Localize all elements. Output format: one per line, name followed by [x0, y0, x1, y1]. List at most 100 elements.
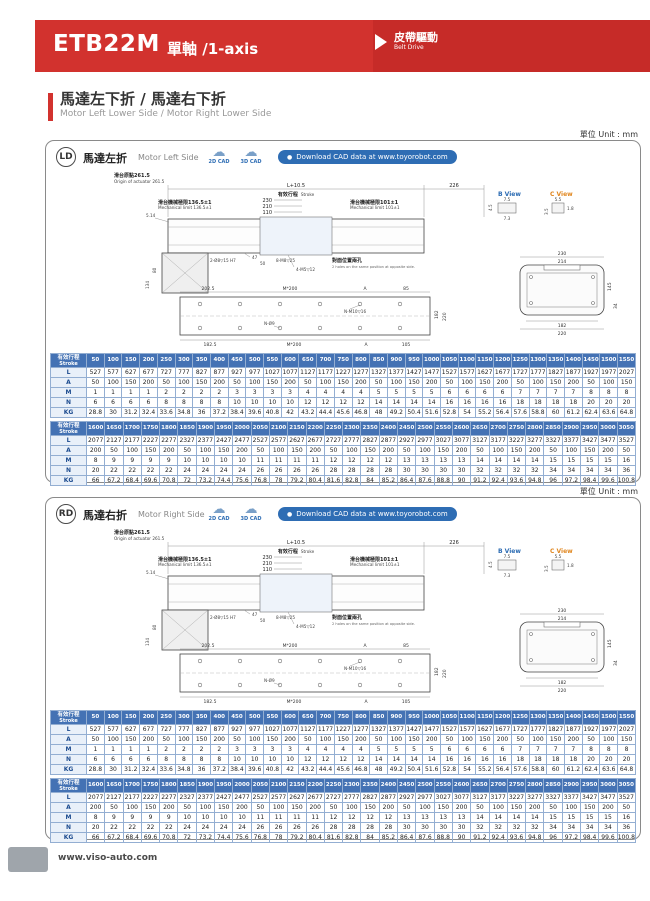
- table-cell: 2: [209, 387, 229, 398]
- stroke-col-header: 2600: [451, 421, 472, 436]
- table-cell: 2227: [140, 792, 161, 803]
- table-cell: 22: [122, 465, 142, 476]
- dim-50: 50: [260, 618, 266, 623]
- table-cell: 50: [323, 802, 344, 813]
- table-cell: 15: [580, 455, 600, 466]
- dim-50: 50: [260, 261, 266, 266]
- table-cell: 2027: [617, 367, 636, 378]
- table-cell: 34: [580, 822, 600, 833]
- stroke-col-header: 500: [245, 710, 265, 725]
- table-cell: 16: [457, 397, 477, 408]
- stroke-col-header: 1850: [177, 778, 197, 793]
- table-cell: 12: [360, 455, 380, 466]
- stroke-col-header: 2100: [268, 421, 289, 436]
- table-cell: 3477: [598, 792, 618, 803]
- a-label-top: A: [363, 286, 367, 292]
- stroke-col-header: 1400: [563, 710, 583, 725]
- table-cell: 50: [104, 802, 124, 813]
- stroke-col-header: 2150: [287, 421, 307, 436]
- table-cell: 50: [156, 734, 176, 745]
- table-cell: 9: [104, 455, 124, 466]
- table-cell: 34: [598, 822, 618, 833]
- mech-limit-left-cn: 滑台機械極限136.5±1: [158, 556, 212, 563]
- plan-dim-182: 182: [434, 310, 440, 319]
- table-cell: 2: [192, 744, 211, 755]
- table-cell: 74.4: [214, 475, 234, 486]
- row-label: A: [50, 377, 87, 388]
- table-cell: 50: [543, 802, 563, 813]
- table-cell: 3: [263, 744, 282, 755]
- mech-limit-left-en: Mechanical limit 136.5±1: [158, 205, 212, 210]
- table-cell: 14: [369, 397, 388, 408]
- dim-110: 110: [262, 567, 272, 573]
- stroke-col-header: 950: [404, 710, 424, 725]
- end-width-214: 214: [558, 616, 567, 622]
- stroke-col-header: 2300: [342, 778, 362, 793]
- table-cell: 1327: [369, 367, 388, 378]
- table-cell: 20: [85, 465, 106, 476]
- stroke-col-header: 2150: [287, 778, 307, 793]
- download-cad-button[interactable]: ●Download CAD data at www.toyorobot.com: [278, 507, 457, 521]
- stroke-col-header: 2300: [342, 421, 362, 436]
- stroke-col-header: 150: [121, 353, 141, 368]
- table-cell: 16: [616, 455, 637, 466]
- page-header: ETB22M 單軸 /1-axis 皮帶驅動 Belt Drive: [35, 20, 650, 72]
- table-cell: 1177: [316, 367, 335, 378]
- stroke-col-header: 1800: [159, 421, 179, 436]
- stroke-col-header: 600: [280, 710, 300, 725]
- table-cell: 2827: [360, 792, 380, 803]
- table-cell: 100: [268, 802, 289, 813]
- table-cell: 36: [616, 822, 637, 833]
- row-label: A: [50, 734, 87, 745]
- table-cell: 150: [404, 734, 424, 745]
- stroke-col-header: 1250: [510, 353, 530, 368]
- dim-226: 226: [449, 183, 459, 189]
- table-cell: 2077: [85, 435, 106, 446]
- table-cell: 30: [451, 822, 472, 833]
- table-cell: 16: [493, 754, 512, 765]
- table-cell: 100: [195, 445, 216, 456]
- table-cell: 86.4: [397, 832, 417, 843]
- cad-2d-download[interactable]: ☁ 2D CAD: [206, 503, 232, 522]
- table-cell: 13: [397, 812, 417, 823]
- dim-182-5: 182.5: [204, 342, 217, 348]
- stroke-col-header: 1000: [422, 353, 442, 368]
- table-cell: 13: [397, 455, 417, 466]
- cad-3d-download[interactable]: ☁ 3D CAD: [238, 503, 264, 522]
- table-cell: 2277: [159, 792, 179, 803]
- table-cell: 66: [85, 832, 106, 843]
- stroke-col-header: 200: [139, 353, 158, 368]
- table-cell: 10: [177, 455, 197, 466]
- stroke-col-header: 2800: [525, 778, 545, 793]
- download-cad-button[interactable]: ●Download CAD data at www.toyorobot.com: [278, 150, 457, 164]
- table-cell: 81.6: [323, 475, 344, 486]
- table-cell: 9: [159, 812, 179, 823]
- cad-3d-download[interactable]: ☁ 3D CAD: [238, 146, 264, 165]
- stroke-col-header: 600: [280, 353, 300, 368]
- dim-134: 134: [145, 638, 150, 646]
- table-cell: 3077: [451, 792, 472, 803]
- table-cell: 3227: [506, 792, 527, 803]
- table-cell: 1477: [422, 367, 442, 378]
- table-cell: 50: [397, 802, 417, 813]
- carriage: [259, 216, 333, 256]
- table-cell: 30: [415, 465, 435, 476]
- table-cell: 30: [451, 465, 472, 476]
- table-cell: 200: [378, 802, 399, 813]
- table-cell: 1727: [510, 724, 530, 735]
- stroke-col-header: 2800: [525, 421, 545, 436]
- table-cell: 8: [617, 387, 636, 398]
- table-cell: 3: [245, 387, 265, 398]
- table-cell: 30: [433, 822, 453, 833]
- table-cell: 200: [139, 377, 158, 388]
- table-cell: 85.2: [378, 475, 399, 486]
- cad-2d-download[interactable]: ☁ 2D CAD: [206, 146, 232, 165]
- table-cell: 100: [174, 734, 194, 745]
- stroke-col-header: 550: [263, 353, 282, 368]
- table-cell: 777: [174, 367, 194, 378]
